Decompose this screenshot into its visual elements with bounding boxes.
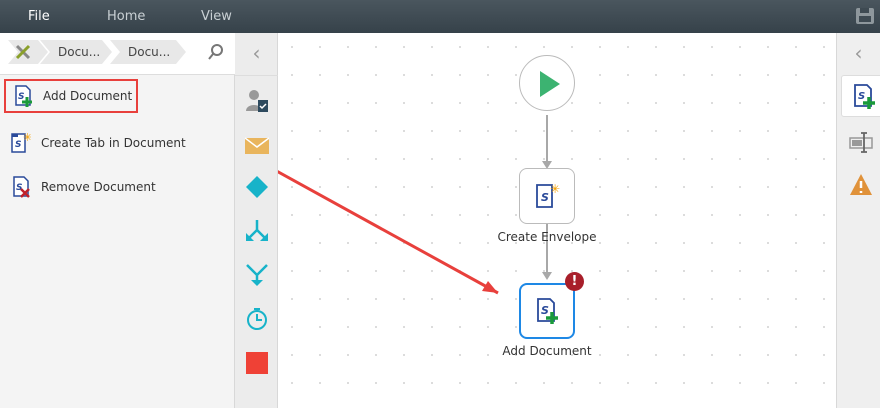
add-document-icon: S	[537, 298, 558, 324]
svg-text:✳: ✳	[23, 131, 31, 144]
svg-text:S: S	[15, 140, 21, 150]
add-document-node[interactable]: S	[519, 283, 575, 339]
timer-icon[interactable]	[245, 307, 269, 331]
action-label: Remove Document	[41, 180, 156, 194]
action-remove-document[interactable]: S Remove Document	[4, 170, 204, 204]
properties-panel: ‹ S	[836, 33, 880, 408]
create-envelope-icon: S✳	[536, 182, 560, 208]
save-icon[interactable]	[856, 8, 874, 24]
email-icon[interactable]	[245, 133, 269, 157]
workflow-canvas[interactable]: S✳ Create Envelope S ! Add Document	[278, 33, 836, 408]
svg-text:S: S	[858, 91, 865, 102]
add-document-icon: S	[854, 84, 875, 109]
parallel-split-icon[interactable]	[245, 219, 269, 243]
create-envelope-node[interactable]: S✳	[519, 168, 575, 224]
menu-file[interactable]: File	[28, 9, 50, 24]
start-node[interactable]	[519, 55, 575, 111]
actions-panel: Docu... Docu... S Add Document S✳ Create…	[0, 33, 235, 408]
remove-document-icon: S	[13, 176, 30, 198]
tab-document-properties[interactable]: S	[841, 75, 880, 117]
breadcrumb-item[interactable]: Docu...	[40, 40, 112, 64]
action-label: Create Tab in Document	[41, 136, 186, 150]
text-field-icon[interactable]	[849, 130, 873, 154]
node-label: Create Envelope	[497, 230, 597, 244]
user-task-icon[interactable]	[245, 89, 269, 113]
action-create-tab[interactable]: S✳ Create Tab in Document	[4, 126, 204, 160]
menu-home[interactable]: Home	[107, 9, 146, 24]
svg-text:S: S	[16, 183, 22, 193]
menu-bar: File Home View	[0, 0, 880, 33]
end-icon[interactable]	[245, 351, 269, 375]
svg-text:S: S	[541, 304, 549, 317]
connectors	[278, 115, 552, 295]
error-badge-icon[interactable]: !	[565, 272, 584, 291]
menu-view[interactable]: View	[201, 9, 232, 24]
action-label: Add Document	[43, 89, 133, 103]
action-add-document[interactable]: S Add Document	[4, 79, 138, 113]
svg-text:S: S	[18, 92, 24, 102]
play-icon	[540, 71, 560, 97]
svg-text:S: S	[541, 191, 549, 204]
activity-palette: ‹	[235, 33, 278, 408]
breadcrumb-item[interactable]: Docu...	[110, 40, 186, 64]
add-document-icon: S	[15, 85, 32, 107]
decision-icon[interactable]	[245, 175, 269, 199]
warning-icon[interactable]	[849, 173, 873, 197]
node-label: Add Document	[502, 344, 592, 358]
tools-icon[interactable]	[8, 40, 48, 64]
search-icon[interactable]	[207, 43, 225, 61]
merge-icon[interactable]	[245, 263, 269, 287]
svg-text:✳: ✳	[550, 182, 560, 196]
expand-chevron-icon[interactable]: ‹	[854, 41, 863, 65]
breadcrumb: Docu... Docu...	[0, 33, 235, 75]
create-tab-icon: S✳	[11, 131, 31, 153]
collapse-chevron-icon[interactable]: ‹	[252, 41, 261, 65]
